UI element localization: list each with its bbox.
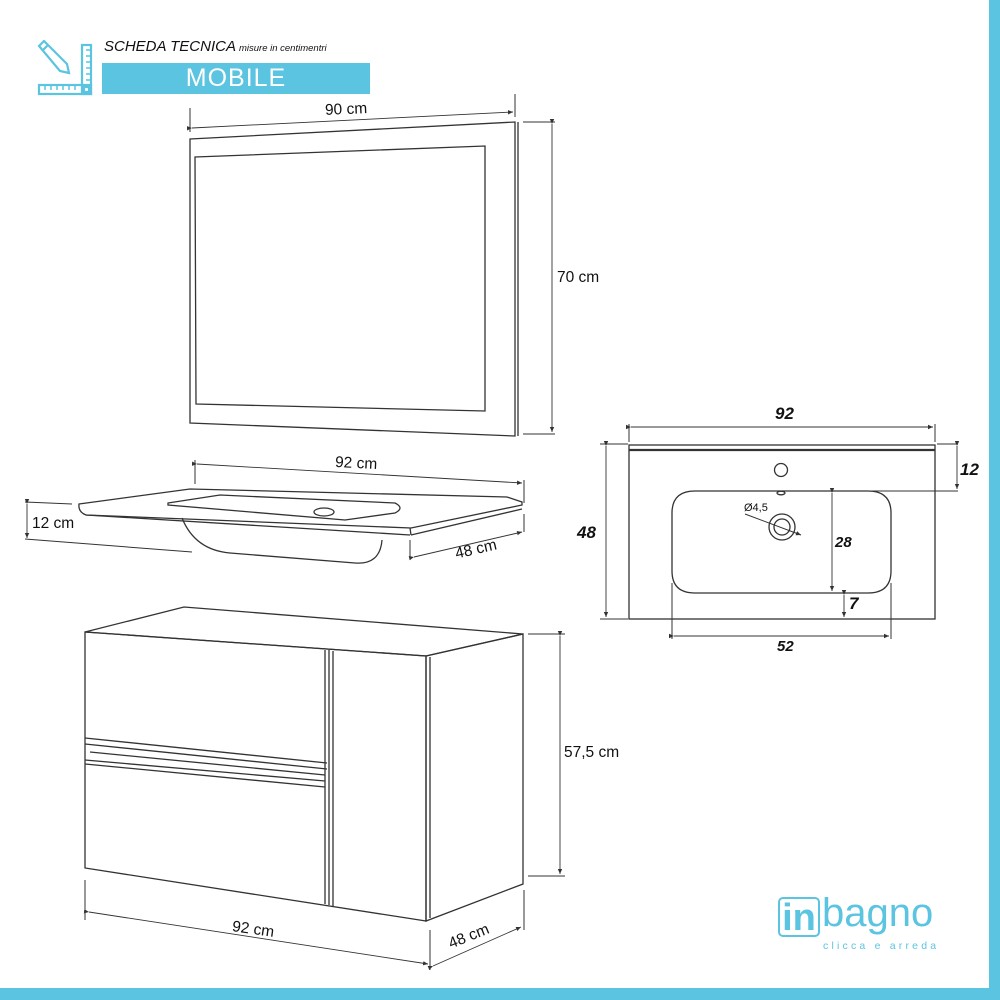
plan-front-offset-label: 7 xyxy=(849,594,859,613)
title-text: SCHEDA TECNICA xyxy=(104,38,236,55)
frame-border-right xyxy=(989,0,1000,1000)
plan-depth-label: 48 xyxy=(577,523,596,542)
plan-back-offset-label: 12 xyxy=(960,460,979,479)
cabinet-height-label: 57,5 cm xyxy=(564,744,620,761)
plan-width-label: 92 xyxy=(775,404,794,423)
plan-bowl-depth-label: 28 xyxy=(835,534,852,551)
frame-border-bottom xyxy=(0,988,1000,1000)
washbasin-width-label: 92 cm xyxy=(334,453,378,474)
washbasin-plan-drawing xyxy=(600,424,960,639)
plan-bowl-width-label: 52 xyxy=(777,638,794,655)
logo-word: bagno xyxy=(822,891,934,935)
mirror-drawing xyxy=(186,94,555,437)
logo-tagline: clicca e arreda xyxy=(823,940,940,952)
washbasin-3d-drawing xyxy=(24,460,525,564)
mirror-width-label: 90 cm xyxy=(324,100,368,119)
plan-drain-diameter-label: Ø4,5 xyxy=(744,502,768,514)
washbasin-height-label: 12 cm xyxy=(32,515,75,532)
mirror-height-label: 70 cm xyxy=(557,269,600,286)
logo-in-mark: in xyxy=(778,897,820,937)
subtitle-text: misure in centimentri xyxy=(238,43,327,54)
cabinet-drawing xyxy=(83,606,565,971)
pencil-ruler-icon xyxy=(36,39,96,96)
section-band: MOBILE xyxy=(102,63,370,94)
